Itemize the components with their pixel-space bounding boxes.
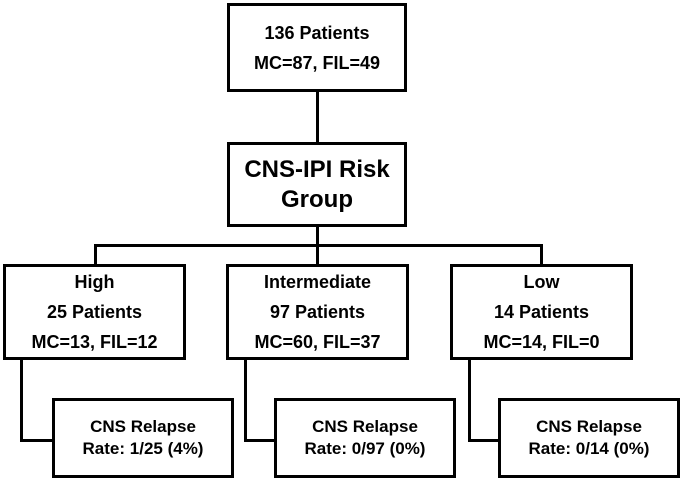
risk-group-title-line2: Group (281, 185, 353, 213)
relapse-label: CNS Relapse (312, 417, 418, 436)
branch-box-low: Low 14 Patients MC=14, FIL=0 (450, 264, 633, 360)
relapse-box-low: CNS Relapse Rate: 0/14 (0%) (498, 398, 680, 478)
branch-split: MC=13, FIL=12 (31, 332, 158, 352)
risk-group-title-line1: CNS-IPI Risk (244, 155, 390, 183)
branch-split: MC=14, FIL=0 (483, 332, 600, 352)
connector-root-to-group (316, 92, 319, 142)
connector-to-low (540, 244, 543, 264)
connector-to-high (94, 244, 97, 264)
connector-low-right (468, 439, 498, 442)
connector-high-down (20, 360, 23, 442)
branch-patients: 25 Patients (46, 302, 143, 322)
branch-patients: 14 Patients (493, 302, 590, 322)
relapse-rate: Rate: 0/97 (0%) (304, 439, 426, 458)
connector-low-down (468, 360, 471, 442)
relapse-box-high: CNS Relapse Rate: 1/25 (4%) (52, 398, 234, 478)
branch-box-high: High 25 Patients MC=13, FIL=12 (3, 264, 186, 360)
connector-intermediate-down (244, 360, 247, 442)
relapse-label: CNS Relapse (536, 417, 642, 436)
root-patients: 136 Patients (264, 22, 370, 43)
connector-to-intermediate (316, 244, 319, 264)
root-split: MC=87, FIL=49 (253, 52, 381, 73)
branch-title: High (74, 272, 115, 292)
connector-group-to-branch (316, 227, 319, 247)
branch-split: MC=60, FIL=37 (254, 332, 381, 352)
relapse-rate: Rate: 1/25 (4%) (82, 439, 204, 458)
relapse-label: CNS Relapse (90, 417, 196, 436)
connector-intermediate-right (244, 439, 274, 442)
connector-high-right (20, 439, 52, 442)
branch-patients: 97 Patients (269, 302, 366, 322)
root-box: 136 Patients MC=87, FIL=49 (227, 3, 407, 92)
branch-title: Intermediate (263, 272, 372, 292)
branch-title: Low (523, 272, 560, 292)
risk-group-box: CNS-IPI Risk Group (227, 142, 407, 227)
relapse-rate: Rate: 0/14 (0%) (528, 439, 650, 458)
branch-box-intermediate: Intermediate 97 Patients MC=60, FIL=37 (226, 264, 409, 360)
relapse-box-intermediate: CNS Relapse Rate: 0/97 (0%) (274, 398, 456, 478)
